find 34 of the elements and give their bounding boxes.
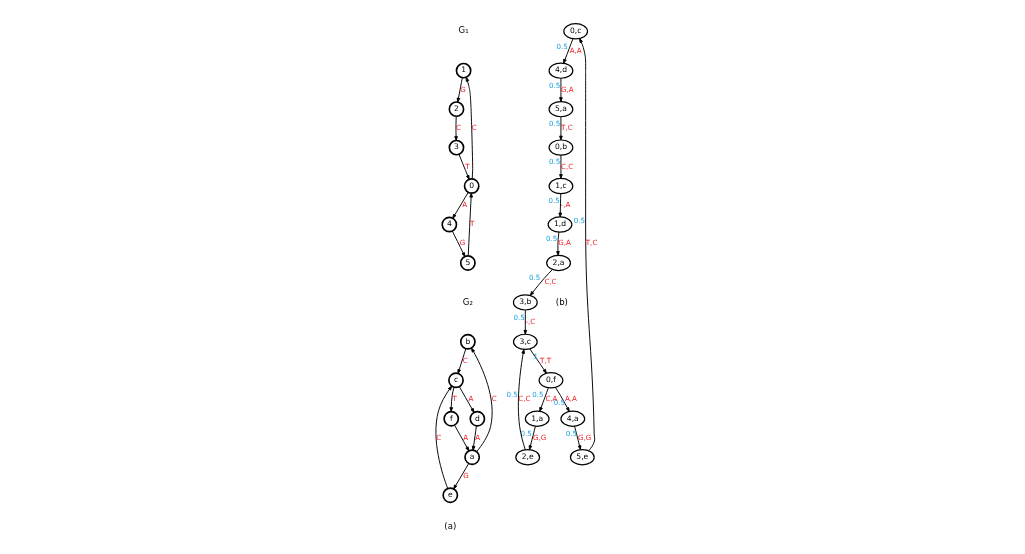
label: G₂ xyxy=(462,296,473,307)
arrow xyxy=(563,38,574,64)
arrow xyxy=(451,230,466,257)
arrow xyxy=(529,269,553,296)
arrow xyxy=(457,348,467,374)
label: (a) xyxy=(444,520,457,531)
arrow xyxy=(517,349,526,451)
arrow xyxy=(539,387,549,412)
arrow xyxy=(458,153,470,180)
arrow xyxy=(458,386,475,413)
arrow xyxy=(556,231,560,256)
arrow xyxy=(554,386,570,412)
arrow xyxy=(528,425,536,451)
arrow xyxy=(471,347,493,453)
label: G₁ xyxy=(458,25,469,36)
arrow xyxy=(465,76,474,180)
arrow xyxy=(456,77,463,103)
arrow xyxy=(523,309,528,335)
arrow xyxy=(529,348,547,374)
arrow xyxy=(467,192,473,257)
label: (b) xyxy=(555,296,568,307)
arrow xyxy=(454,424,470,452)
arrow xyxy=(559,77,563,102)
arrow xyxy=(559,154,563,179)
arrow xyxy=(435,385,453,490)
arrow xyxy=(454,115,458,141)
arrow xyxy=(559,116,563,141)
arrow xyxy=(558,193,563,218)
arrow xyxy=(471,425,477,451)
arrow xyxy=(574,425,582,451)
arrow xyxy=(453,463,470,490)
arrow xyxy=(452,191,469,219)
arrow xyxy=(449,386,455,412)
arrow xyxy=(579,38,596,452)
